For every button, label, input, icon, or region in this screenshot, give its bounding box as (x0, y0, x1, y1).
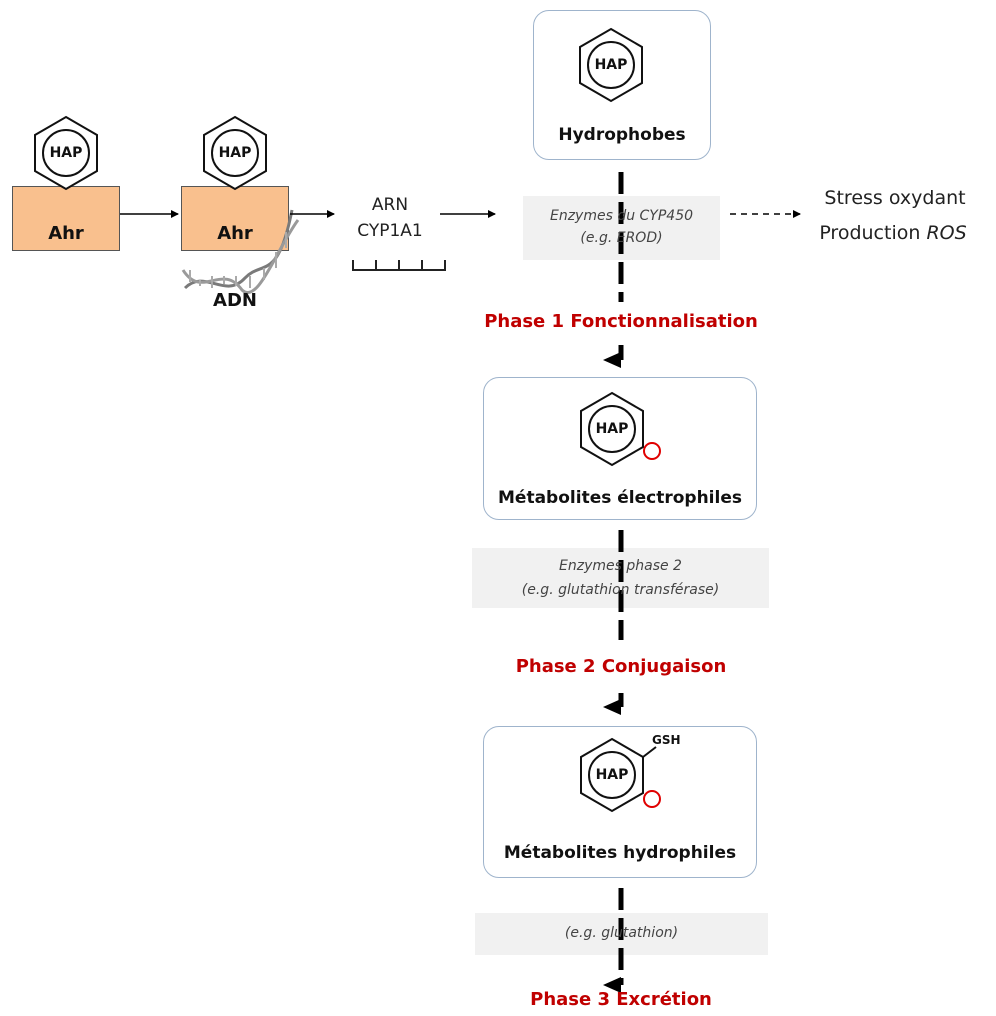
hap-label-1: HAP (49, 145, 83, 161)
hap-label-hydrophobes: HAP (594, 57, 628, 73)
ahr-receptor-1: Ahr (12, 186, 120, 251)
hydrophile-site-marker (643, 790, 661, 808)
stress-label-line1: Stress oxydant (824, 187, 966, 209)
ros-term: ROS (926, 222, 967, 244)
phase1-label: Phase 1 Fonctionnalisation (484, 311, 758, 332)
hap-hexagon-1 (34, 115, 98, 191)
phase2-label: Phase 2 Conjugaison (515, 656, 727, 677)
hydrophobes-box: Hydrophobes (533, 10, 711, 160)
electrophile-site-marker (643, 442, 661, 460)
hydrophiles-label: Métabolites hydrophiles (503, 843, 737, 863)
phase2-note-line2: (e.g. glutathion transférase) (521, 582, 720, 598)
ahr-label-1: Ahr (48, 223, 84, 244)
hap-hexagon-2 (203, 115, 267, 191)
mrna-strand-icon (352, 260, 446, 271)
phase3-label: Phase 3 Excrétion (530, 989, 712, 1010)
gsh-label: GSH (652, 733, 681, 747)
cyp-note-line2: (e.g. EROD) (580, 230, 663, 246)
hap-hexagon-hydrophiles (580, 737, 644, 813)
rna-label-line1: ARN (371, 195, 409, 215)
cyp-note-line1: Enzymes du CYP450 (549, 208, 694, 224)
electrophiles-label: Métabolites électrophiles (498, 488, 742, 508)
hap-label-hydrophiles: HAP (595, 767, 629, 783)
ahr-label-2: Ahr (217, 223, 253, 244)
dna-label: ADN (213, 290, 257, 311)
phase2-note-line1: Enzymes phase 2 (559, 558, 682, 574)
hap-hexagon-hydrophobes (579, 27, 643, 103)
hap-label-2: HAP (218, 145, 252, 161)
rna-label-line2: CYP1A1 (357, 221, 423, 241)
gsh-bond (642, 746, 657, 758)
hydrophobes-label: Hydrophobes (558, 125, 686, 145)
hap-hexagon-electrophiles (580, 391, 644, 467)
stress-label-line2: Production ROS (790, 222, 996, 244)
production-prefix: Production (819, 222, 927, 244)
hap-label-electrophiles: HAP (595, 421, 629, 437)
phase3-note-line1: (e.g. glutathion) (564, 925, 679, 941)
dna-helix-icon (181, 209, 300, 294)
